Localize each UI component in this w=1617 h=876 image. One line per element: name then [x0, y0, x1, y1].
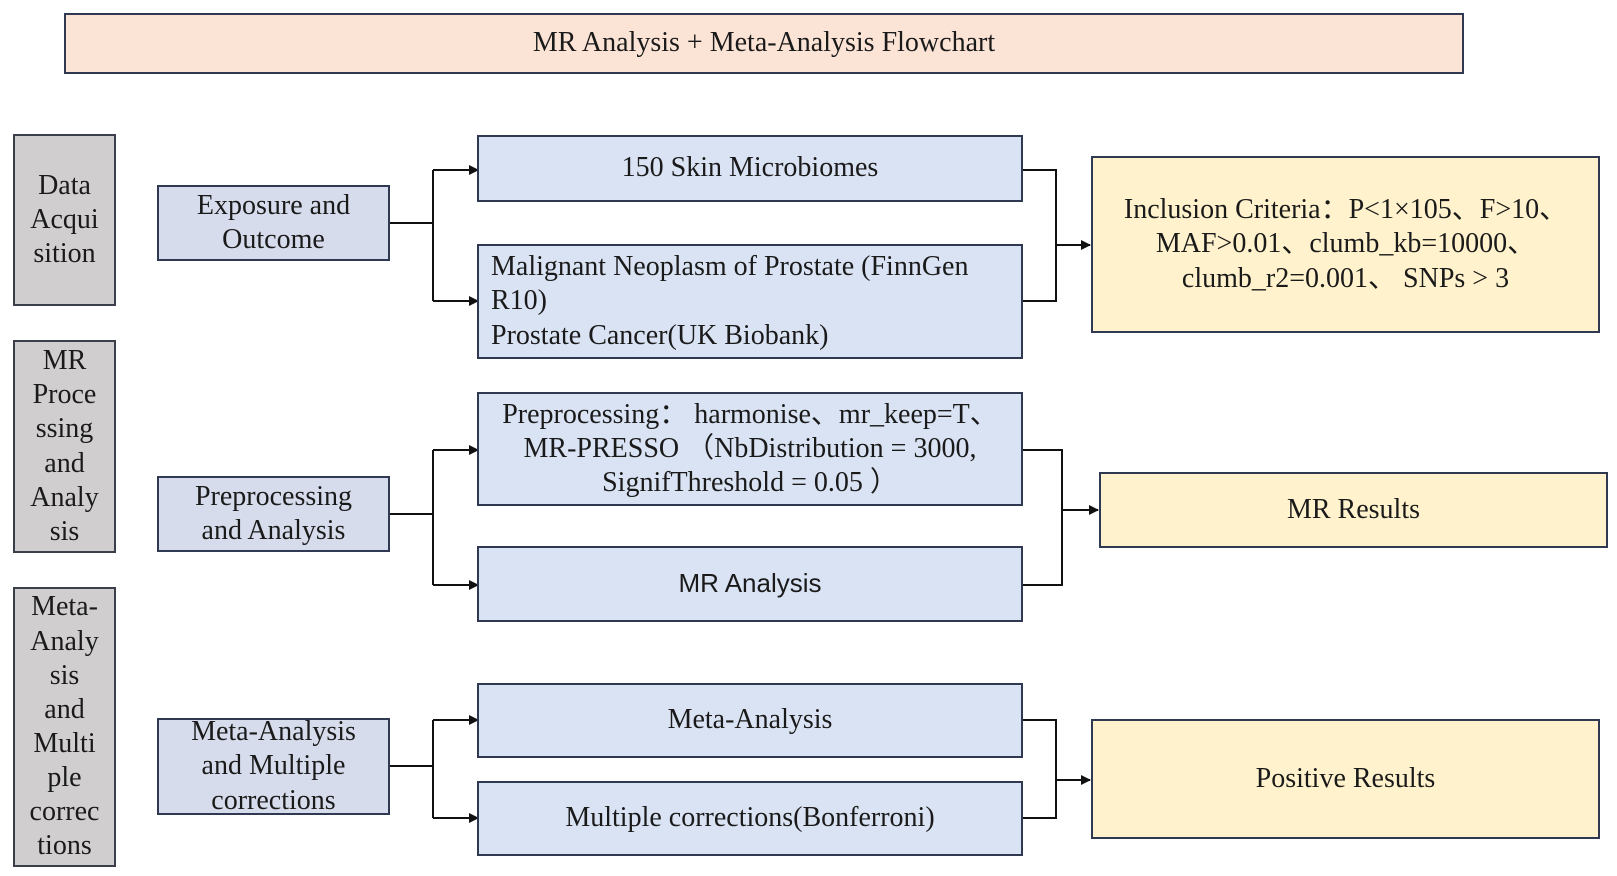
- result-inclusion-criteria: Inclusion Criteria：P<1×105、F>10、 MAF>0.0…: [1091, 156, 1600, 333]
- detail-preprocessing: Preprocessing： harmonise、mr_keep=T、 MR-P…: [477, 392, 1023, 506]
- step-meta-multiple: Meta-Analysis and Multiple corrections: [157, 716, 390, 816]
- connector-positive-results: [1022, 719, 1085, 819]
- step-preprocessing-analysis: Preprocessing and Analysis: [157, 476, 390, 552]
- flowchart-title: MR Analysis + Meta-Analysis Flowchart: [64, 13, 1464, 74]
- connector-exposure: [390, 169, 476, 302]
- stage-data-acquisition: Data Acqui sition: [13, 134, 116, 306]
- detail-multiple-corrections: Multiple corrections(Bonferroni): [477, 781, 1023, 856]
- detail-prostate-outcomes: Malignant Neoplasm of Prostate (FinnGen …: [477, 244, 1023, 359]
- connector-preprocessing: [390, 449, 476, 586]
- detail-skin-microbiomes: 150 Skin Microbiomes: [477, 135, 1023, 202]
- connector-mr-results: [1022, 449, 1094, 586]
- connector-inclusion: [1022, 169, 1085, 302]
- stage-meta-analysis: Meta- Analy sis and Multi ple correc tio…: [13, 587, 116, 867]
- result-mr-results: MR Results: [1099, 472, 1608, 548]
- result-positive-results: Positive Results: [1091, 719, 1600, 839]
- connector-meta: [390, 719, 476, 819]
- detail-meta-analysis: Meta-Analysis: [477, 683, 1023, 758]
- detail-mr-analysis: MR Analysis: [477, 546, 1023, 622]
- step-exposure-outcome: Exposure and Outcome: [157, 185, 390, 261]
- stage-mr-processing: MR Proce ssing and Analy sis: [13, 340, 116, 553]
